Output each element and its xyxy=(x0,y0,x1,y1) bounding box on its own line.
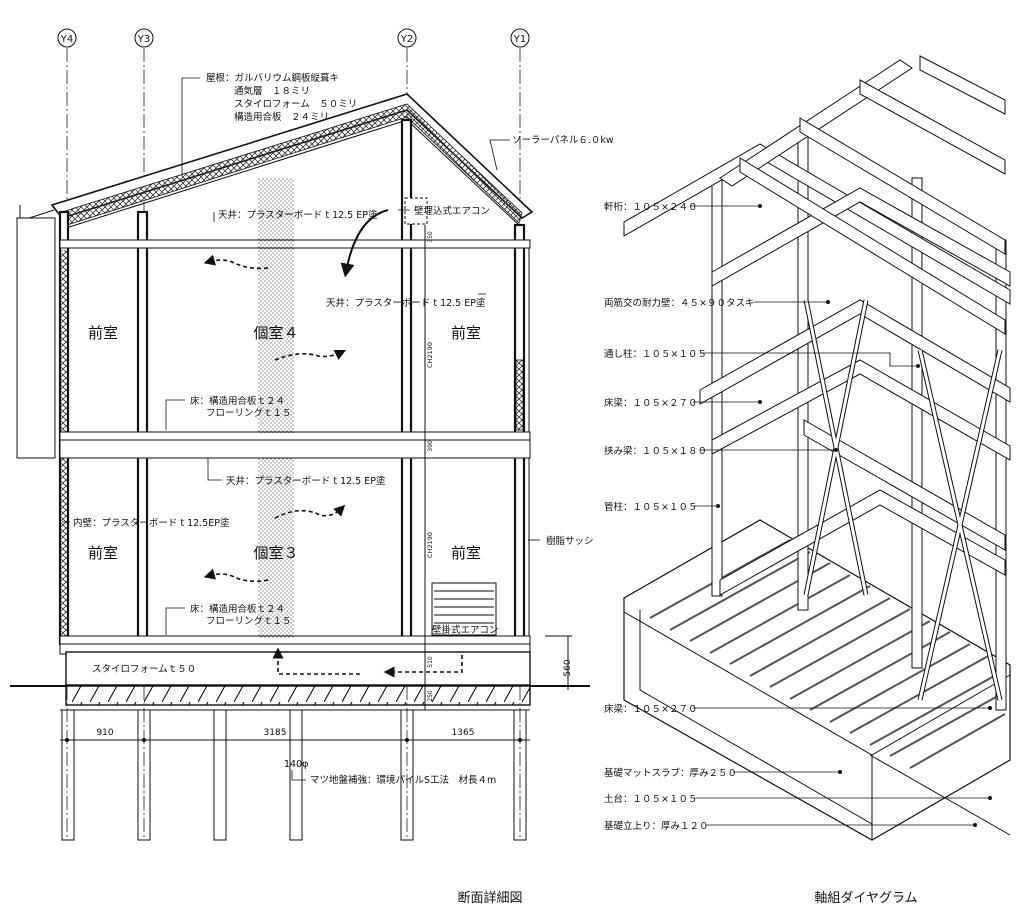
ceiling-height-lower: CH2190 xyxy=(426,532,434,558)
leader-lines xyxy=(62,77,540,781)
axo-label-lower-floor-beam: 床梁：１０５×２７０ xyxy=(604,703,697,715)
note-pile-reinforcement: マツ地盤補強：環境パイルS工法 材長４m xyxy=(310,774,496,786)
upper-ac-unit xyxy=(404,197,428,225)
span-dimensions: 910 3185 1365 xyxy=(60,728,530,742)
axo-label-brace-wall: 両筋交の耐力壁：４５×９０タスキ xyxy=(604,297,754,309)
axo-foundation-slab xyxy=(623,519,1011,841)
airflow-shaft-lower xyxy=(258,458,294,638)
span-dimension-910: 910 xyxy=(96,728,113,738)
height-dimensions: 560 CH2190 CH2190 350 390 510 250 xyxy=(424,225,573,710)
note-roof-4: 構造用合板 ２４ミリ xyxy=(234,111,329,123)
note-roof-2: 通気層 １８ミリ xyxy=(234,85,310,97)
floor-slabs xyxy=(59,239,531,655)
note-roof-3: スタイロフォーム ５０ミリ xyxy=(234,99,357,110)
note-roof-1: 屋根：ガルバリウム鋼板縦葺キ xyxy=(206,72,339,84)
grid-label-y4: Y4 xyxy=(60,34,73,45)
axo-beams xyxy=(623,143,1011,596)
span-dimension-3185: 3185 xyxy=(264,728,287,738)
note-resin-sash: 樹脂サッシ xyxy=(546,535,594,547)
note-styrofoam: スタイロフォームｔ５０ xyxy=(92,664,196,675)
foundation xyxy=(10,651,590,711)
caption-section-detail: 断面詳細図 xyxy=(457,890,522,906)
dimension-250: 250 xyxy=(427,690,434,702)
span-dimension-1365: 1365 xyxy=(452,728,475,738)
piles xyxy=(61,709,527,841)
note-floor-2f-2: フローリングｔ１５ xyxy=(206,407,292,419)
left-eave-block xyxy=(16,217,56,459)
section-drawing: Y4 Y3 Y2 Y1 xyxy=(10,28,614,906)
airflow-shaft-upper xyxy=(258,178,294,433)
axo-label-kudabashira: 管柱：１０５×１０５ xyxy=(604,501,697,513)
axo-label-foundation-wall: 基礎立上り：厚み１２０ xyxy=(604,820,709,832)
room-label-lower-center: 個室３ xyxy=(253,544,298,562)
axo-label-toshibashira: 通し柱：１０５×１０５ xyxy=(604,348,707,360)
note-ceiling-1f: 天井：プラスターボード t 12.5 EP塗 xyxy=(226,475,386,487)
note-floor-1f-1: 床：構造用合板ｔ２４ xyxy=(190,603,285,615)
note-upper-ac: 壁埋込式エアコン xyxy=(414,205,490,217)
note-lower-ac: 壁掛式エアコン xyxy=(432,624,499,636)
dimension-510: 510 xyxy=(427,656,434,668)
axo-rebar xyxy=(649,539,1006,769)
note-floor-1f-2: フローリングｔ１５ xyxy=(206,615,292,627)
axo-label-mat-slab: 基礎マットスラブ：厚み２５０ xyxy=(604,767,737,779)
note-ceiling-right: 天井：プラスターボード t 12.5 EP塗 xyxy=(326,297,486,309)
axo-label-hasamibari: 挟み梁：１０５×１８０ xyxy=(604,445,707,457)
room-label-lower-right: 前室 xyxy=(451,544,481,562)
room-label-upper-right: 前室 xyxy=(451,324,481,342)
height-dimension-560: 560 xyxy=(563,659,573,676)
ceiling-height-upper: CH2190 xyxy=(426,342,434,368)
note-pile-diameter: 140φ xyxy=(284,759,308,770)
note-floor-2f-1: 床：構造用合板ｔ２４ xyxy=(190,395,285,407)
axonometric-diagram: 軒桁：１０５×２４０ 両筋交の耐力壁：４５×９０タスキ 通し柱：１０５×１０５ … xyxy=(604,55,1011,906)
dimension-350: 350 xyxy=(427,231,434,243)
caption-axonometric: 軸組ダイヤグラム xyxy=(814,891,917,906)
room-label-upper-center: 個室４ xyxy=(253,324,298,342)
airflow-arrows xyxy=(203,209,463,678)
room-label-lower-left: 前室 xyxy=(88,544,118,562)
axo-rafters xyxy=(719,55,1006,335)
grid-label-y2: Y2 xyxy=(400,34,413,45)
note-solar-panel: ソーラーパネル６.０kw xyxy=(512,135,614,146)
lower-ac-unit xyxy=(431,582,497,636)
dimension-390: 390 xyxy=(427,440,434,452)
axo-leader-lines xyxy=(690,204,992,827)
grid-label-y1: Y1 xyxy=(513,34,526,45)
room-label-upper-left: 前室 xyxy=(88,324,118,342)
note-inner-wall: 内壁：プラスターボード t 12.5EP塗 xyxy=(73,517,230,529)
roof xyxy=(16,93,534,229)
grid-label-y3: Y3 xyxy=(137,34,150,45)
note-ceiling-attic: 天井：プラスターボード t 12.5 EP塗 xyxy=(218,209,378,221)
axo-label-upper-floor-beam: 床梁：１０５×２７０ xyxy=(604,397,697,409)
axo-label-nokigeta: 軒桁：１０５×２４０ xyxy=(604,201,697,213)
axo-label-dodai: 土台：１０５×１０５ xyxy=(604,793,697,805)
